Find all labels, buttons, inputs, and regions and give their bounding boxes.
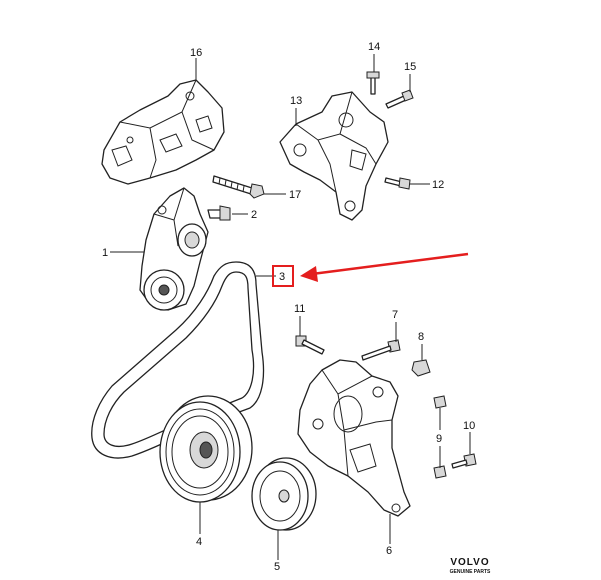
sleeve-9-upper[interactable] xyxy=(433,395,447,409)
callout-2: 2 xyxy=(251,209,257,221)
callout-1: 1 xyxy=(102,247,108,259)
highlight-arrow-shaft xyxy=(311,252,469,276)
sleeve-9-lower[interactable] xyxy=(433,465,447,479)
brand-name: VOLVO xyxy=(450,557,489,568)
callout-10: 10 xyxy=(463,420,475,432)
callout-6: 6 xyxy=(386,545,392,557)
upper-bracket-housing[interactable] xyxy=(101,79,225,185)
bolt-12[interactable] xyxy=(384,177,411,190)
callout-4: 4 xyxy=(196,536,202,548)
water-pump-pulley[interactable] xyxy=(251,457,317,531)
bolt-14[interactable] xyxy=(366,71,380,95)
nut-2[interactable] xyxy=(207,205,231,221)
bolt-7[interactable] xyxy=(361,339,401,361)
leader-lines xyxy=(110,54,471,560)
callout-16: 16 xyxy=(190,47,202,59)
highlight-box-3 xyxy=(272,265,294,287)
callout-7: 7 xyxy=(392,309,398,321)
callout-11: 11 xyxy=(294,303,305,315)
callout-14: 14 xyxy=(368,41,380,53)
callout-15: 15 xyxy=(404,61,416,73)
long-bolt-17[interactable] xyxy=(212,175,265,199)
bolt-10[interactable] xyxy=(451,453,477,469)
crankshaft-pulley[interactable] xyxy=(159,395,253,503)
callout-labels: 16 17 2 1 3 4 5 6 7 8 9 10 11 12 13 14 1… xyxy=(102,41,475,573)
brand-subline: GENUINE PARTS xyxy=(450,569,491,575)
callout-17: 17 xyxy=(289,189,301,201)
bolt-15[interactable] xyxy=(385,89,414,109)
upper-right-bracket[interactable] xyxy=(279,91,389,221)
highlight-arrow-head xyxy=(300,266,318,282)
lower-mounting-bracket[interactable] xyxy=(297,359,411,517)
callout-8: 8 xyxy=(418,331,424,343)
volvo-logo: VOLVO GENUINE PARTS xyxy=(450,557,491,575)
belt-tensioner[interactable] xyxy=(139,187,209,311)
callout-9: 9 xyxy=(436,433,442,445)
callout-13: 13 xyxy=(290,95,302,107)
nut-8[interactable] xyxy=(411,359,431,377)
highlight-annotation xyxy=(272,252,469,287)
callout-5: 5 xyxy=(274,561,280,573)
bolt-11[interactable] xyxy=(295,335,325,355)
callout-3[interactable]: 3 xyxy=(279,271,285,283)
callout-12: 12 xyxy=(432,179,444,191)
